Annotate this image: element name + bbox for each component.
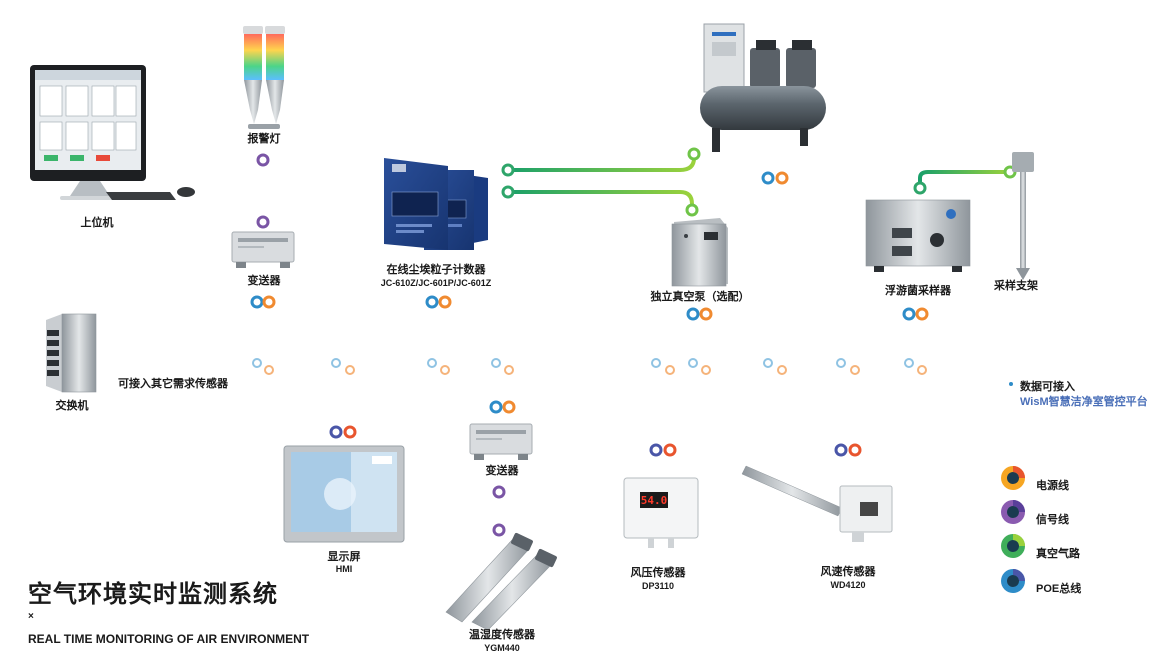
particle-counter-label: 在线尘埃粒子计数器 <box>386 264 486 276</box>
pressure-sensor-label: 风压传感器 <box>630 567 686 579</box>
microbe-sampler-label: 浮游菌采样器 <box>885 285 951 297</box>
sampling-stand-label: 采样支架 <box>994 280 1038 292</box>
platform-name: WisM智慧洁净室管控平台 <box>1020 396 1148 408</box>
th-sensor-label: 温湿度传感器 <box>469 629 535 641</box>
sampling-stand-image <box>1012 152 1034 280</box>
vacuum-line-icon <box>1001 534 1025 558</box>
transmitter-bottom-image <box>469 423 533 460</box>
legend-label: POE总线 <box>1036 583 1082 595</box>
title-mark: × <box>28 611 34 622</box>
poe-bus-icon <box>1001 569 1025 593</box>
legend-label: 电源线 <box>1036 480 1069 492</box>
page-title: 空气环境实时监测系统 <box>28 581 278 608</box>
access-note: 数据可接入 <box>1020 381 1075 393</box>
wind-sensor-label: 风速传感器 <box>820 566 876 578</box>
pressure-sensor-model: DP3110 <box>641 581 675 591</box>
transmitter-top-image <box>231 231 295 268</box>
legend-icons <box>1001 466 1025 593</box>
wind-sensor-model: WD4120 <box>830 580 866 590</box>
signal-line-icon <box>1001 500 1025 524</box>
th-sensor-model: YGM440 <box>484 643 520 653</box>
alarm-light-label: 报警灯 <box>247 133 281 145</box>
power-line-icon <box>1001 466 1025 490</box>
hmi-image <box>283 445 405 543</box>
microbe-sampler-image <box>865 199 971 272</box>
switch-label: 交换机 <box>55 400 89 412</box>
vacuum-pump-label: 独立真空泵（选配） <box>650 291 750 303</box>
transmitter-top-label: 变送器 <box>247 275 281 287</box>
legend-label: 信号线 <box>1036 514 1069 526</box>
particle-counter-model: JC-610Z/JC-601P/JC-601Z <box>380 278 492 288</box>
bus-drops <box>255 176 924 452</box>
alarm-light-image <box>243 26 285 129</box>
poe-bus <box>115 360 1143 373</box>
transmitter-bottom-label: 变送器 <box>485 465 519 477</box>
wind-sensor-image <box>741 465 893 542</box>
host-pc-label: 上位机 <box>80 217 114 229</box>
hmi-label: 显示屏 <box>327 551 361 563</box>
access-bullet-icon <box>1009 382 1013 386</box>
bus-note: 可接入其它需求传感器 <box>118 378 228 390</box>
th-sensor-image <box>445 532 557 631</box>
pressure-display: 54.0 <box>640 494 668 507</box>
compressor-image <box>700 23 826 152</box>
vacuum-pump-image <box>671 218 728 287</box>
pressure-sensor-image <box>623 477 699 548</box>
switch-image <box>46 313 97 393</box>
page-subtitle: REAL TIME MONITORING OF AIR ENVIRONMENT <box>28 632 310 646</box>
hmi-model: HMI <box>335 564 353 574</box>
legend-label: 真空气路 <box>1036 548 1080 560</box>
host-pc-image <box>30 65 195 200</box>
connector-dots <box>250 147 1017 537</box>
particle-counter-image <box>384 158 488 250</box>
